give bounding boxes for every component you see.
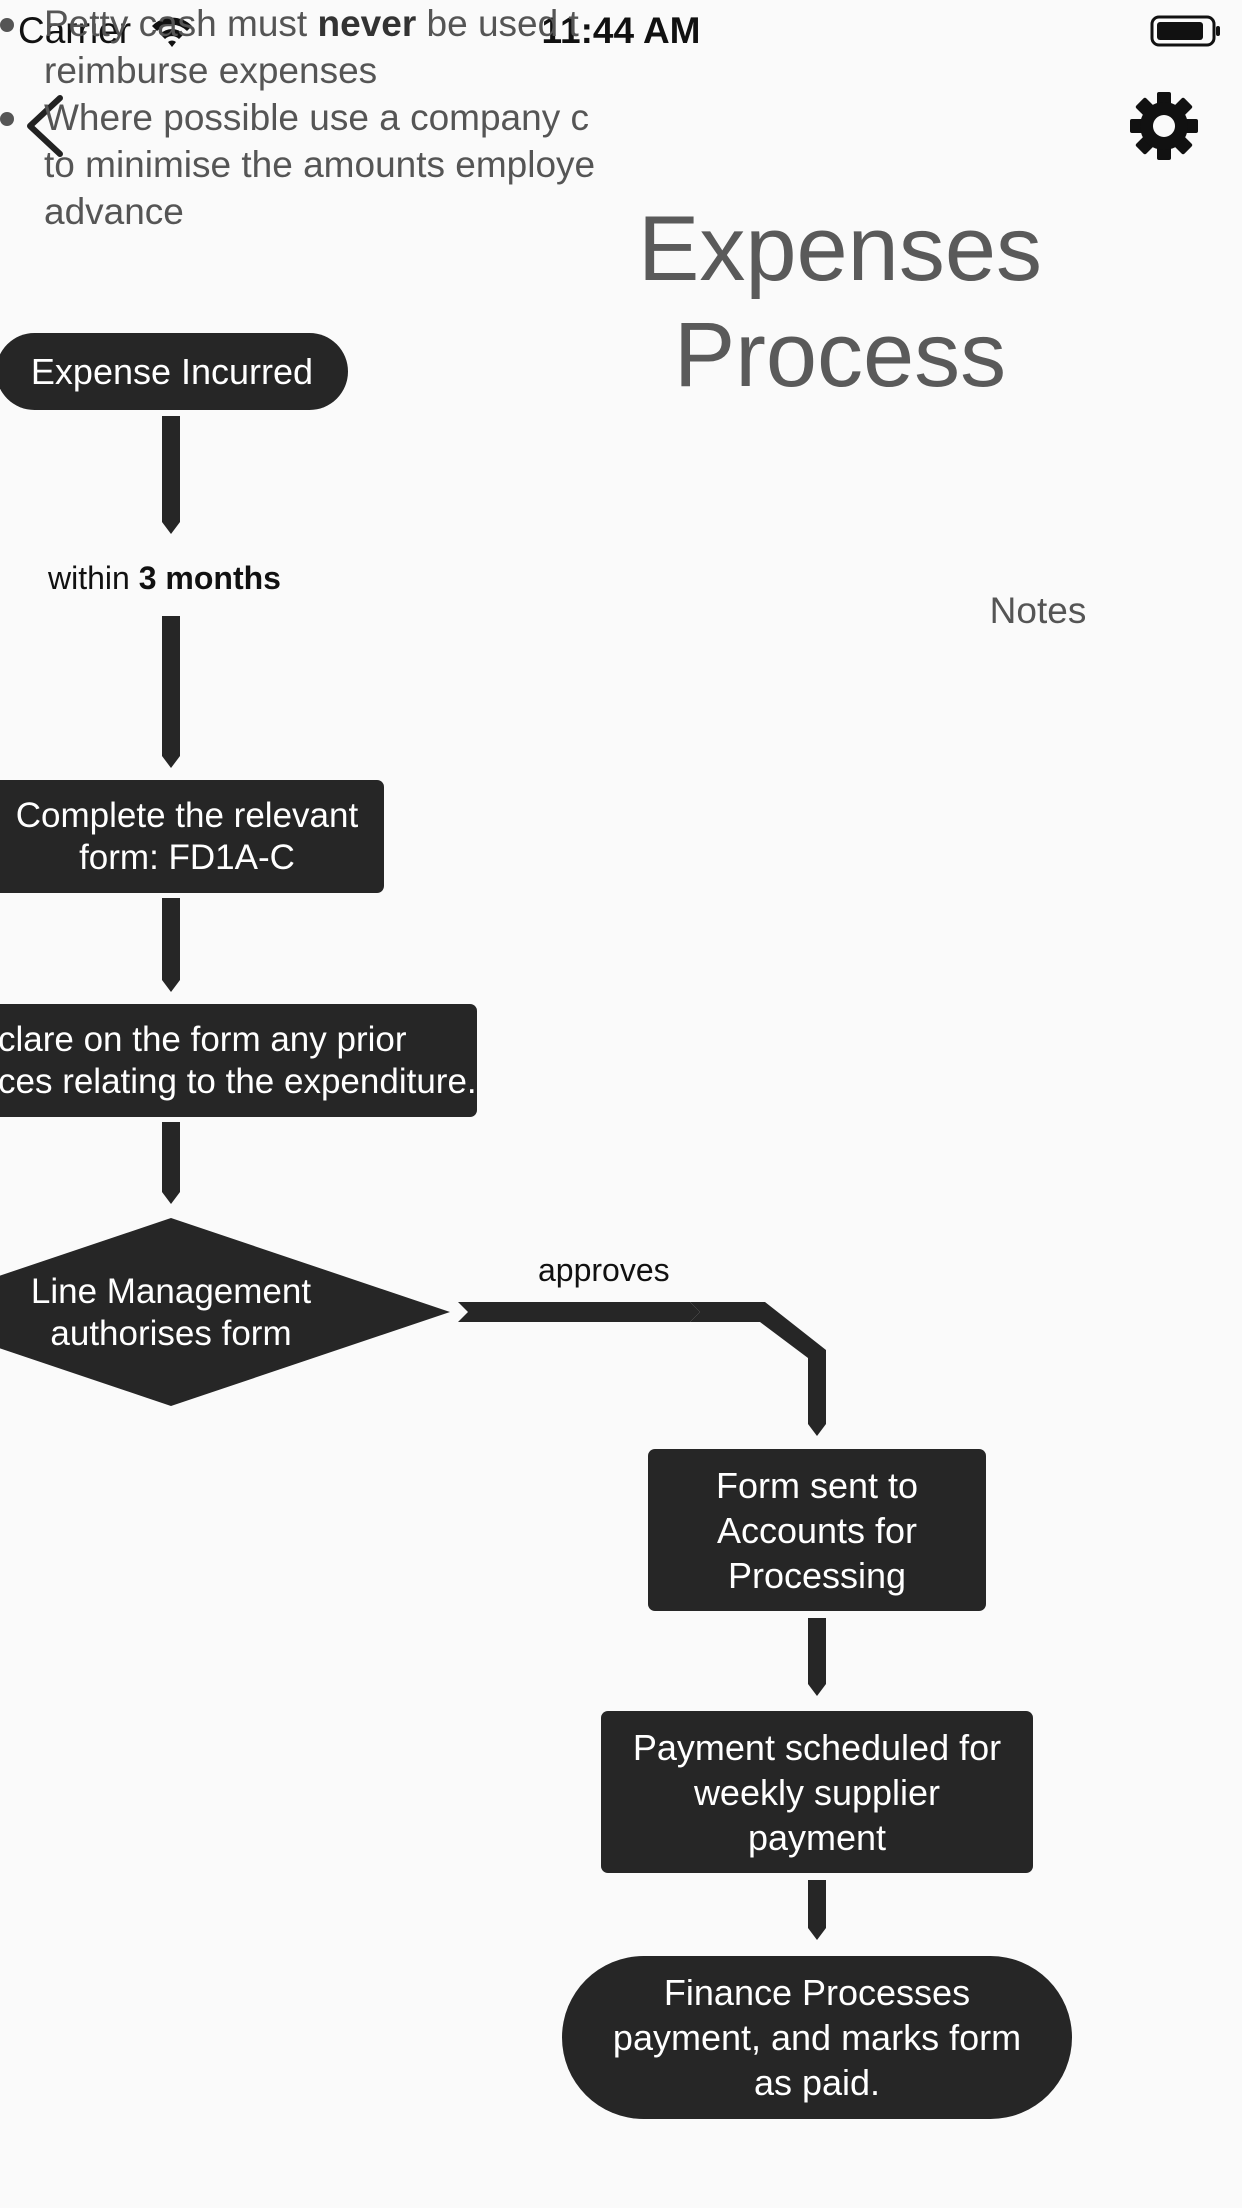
flow-start-label: Expense Incurred <box>30 350 314 392</box>
connector-arrow <box>162 898 180 992</box>
connector-arrow <box>162 1122 180 1204</box>
flow-step-label: Form sent to Accounts for Processing <box>715 1464 919 1596</box>
notes-item: Petty cash must never be used t reimburs… <box>0 0 700 94</box>
time-limit-prefix: within <box>48 560 139 596</box>
flow-step-label: clare on the form any prior ces relating… <box>0 1019 477 1101</box>
wifi-icon <box>152 17 192 47</box>
approves-label: approves <box>538 1252 670 1288</box>
connector-arrow <box>808 1618 826 1696</box>
flow-step-declare-prior: clare on the form any prior ces relating… <box>0 1004 477 1117</box>
time-limit-label: within 3 months <box>48 560 281 597</box>
note-emphasis: never <box>317 3 417 44</box>
flow-start-node: Expense Incurred <box>0 333 348 410</box>
flow-decision-label: Line Management authorises form <box>30 1272 312 1353</box>
note-text: Petty cash must <box>44 3 318 44</box>
back-button[interactable] <box>22 92 68 160</box>
flow-step-payment-scheduled: Payment scheduled for weekly supplier pa… <box>601 1711 1033 1873</box>
battery-icon <box>1150 15 1220 47</box>
flow-end-node: Finance Processes payment, and marks for… <box>562 1956 1072 2119</box>
notes-heading: Notes <box>989 590 1087 631</box>
status-bar: Carrier 11:44 AM <box>0 0 1242 60</box>
flow-step-label: Payment scheduled for weekly supplier pa… <box>632 1726 1002 1858</box>
flow-step-label: Complete the relevant form: FD1A-C <box>15 795 359 877</box>
page-title-line1: Expenses <box>637 198 1043 300</box>
flow-end-label: Finance Processes payment, and marks for… <box>612 1972 1022 2103</box>
carrier-label: Carrier <box>18 10 132 51</box>
notes-item: Where possible use a company c to minimi… <box>0 94 700 235</box>
page-title-line2: Process <box>673 304 1007 406</box>
connector-arrow <box>162 616 180 768</box>
bullet-icon <box>0 18 14 32</box>
time-limit-value: 3 months <box>138 560 281 596</box>
flow-step-complete-form: Complete the relevant form: FD1A-C <box>0 780 384 893</box>
flow-decision-node: Line Management authorises form <box>20 1266 322 1360</box>
flow-decision-shape <box>0 1218 450 1406</box>
note-text: be used t reimburse expenses <box>44 3 579 91</box>
page-title: Expenses Process <box>560 196 1120 408</box>
notes-list: Petty cash must never be used t reimburs… <box>0 0 700 235</box>
connector-arrow <box>808 1880 826 1940</box>
bullet-icon <box>0 112 14 126</box>
connector-arrow <box>458 1302 700 1322</box>
status-time: 11:44 AM <box>541 10 701 51</box>
settings-button[interactable] <box>1128 90 1200 162</box>
flow-step-accounts: Form sent to Accounts for Processing <box>648 1449 986 1611</box>
note-text: Where possible use a company c to minimi… <box>44 97 596 232</box>
connector-arrow <box>162 416 180 534</box>
connector-arrow <box>690 1302 826 1436</box>
